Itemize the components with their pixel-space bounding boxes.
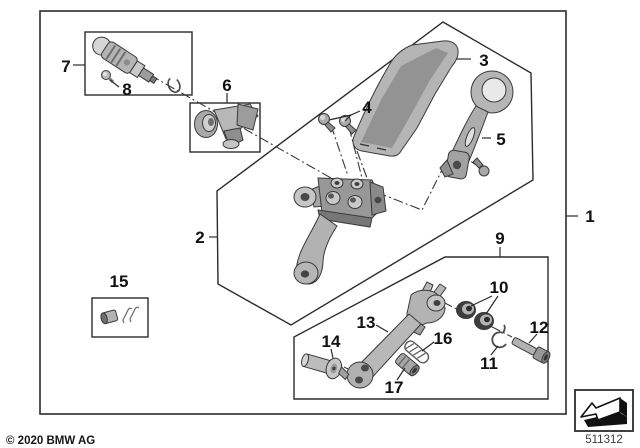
- callout-7[interactable]: 7: [61, 57, 70, 76]
- diagram-border: [39, 10, 567, 415]
- part-14-pivot-pin-drawing: [300, 353, 350, 381]
- callout-3[interactable]: 3: [479, 51, 488, 70]
- part-12-bolt-drawing: [511, 337, 551, 364]
- assembly-2-enclosure: [216, 21, 534, 326]
- doc-number-thumbnail[interactable]: [574, 389, 634, 432]
- copyright-text: © 2020 BMW AG: [6, 435, 95, 447]
- leader-lines: [73, 58, 578, 381]
- callout-11[interactable]: 11: [480, 354, 498, 373]
- kit-box-7: [84, 31, 193, 96]
- part-15-kit-drawing: [100, 306, 140, 325]
- part-16-spring-drawing: [404, 340, 430, 364]
- callout-8[interactable]: 8: [122, 80, 131, 99]
- footpeg-circlip: [167, 77, 181, 93]
- part-3-heel-plate-drawing: [352, 40, 459, 157]
- callout-13[interactable]: 13: [357, 313, 376, 332]
- kit-box-6: [189, 102, 261, 153]
- callout-15[interactable]: 15: [110, 272, 129, 291]
- part-8-screw-drawing: [101, 70, 115, 84]
- kit-box-15: [91, 297, 149, 338]
- part-6-roller-drawing: [194, 103, 259, 149]
- part-11-circlip-drawing: [491, 324, 507, 349]
- callout-4[interactable]: 4: [362, 98, 372, 117]
- part-4-screws-drawing: [318, 113, 357, 135]
- callout-9[interactable]: 9: [495, 229, 504, 248]
- callout-16[interactable]: 16: [434, 329, 453, 348]
- callout-6[interactable]: 6: [222, 76, 231, 95]
- direction-arrow-icon: [580, 397, 627, 427]
- kit-box-9: [293, 256, 549, 400]
- callout-14[interactable]: 14: [322, 332, 341, 351]
- part-2-footrest-bracket-drawing: [293, 177, 387, 285]
- callout-2[interactable]: 2: [195, 228, 204, 247]
- part-13-shift-lever-drawing: [346, 281, 447, 389]
- callout-12[interactable]: 12: [530, 318, 549, 337]
- callout-1[interactable]: 1: [585, 207, 594, 226]
- callout-10[interactable]: 10: [490, 278, 509, 297]
- part-10-bushings-drawing: [456, 301, 494, 330]
- doc-number-text: 511312: [585, 434, 623, 446]
- callout-17[interactable]: 17: [385, 378, 404, 397]
- part-5-bracket-drawing: [439, 70, 514, 180]
- part-17-sleeve-drawing: [395, 353, 420, 377]
- part-7-footpeg-drawing: [92, 36, 181, 93]
- callout-5[interactable]: 5: [496, 130, 505, 149]
